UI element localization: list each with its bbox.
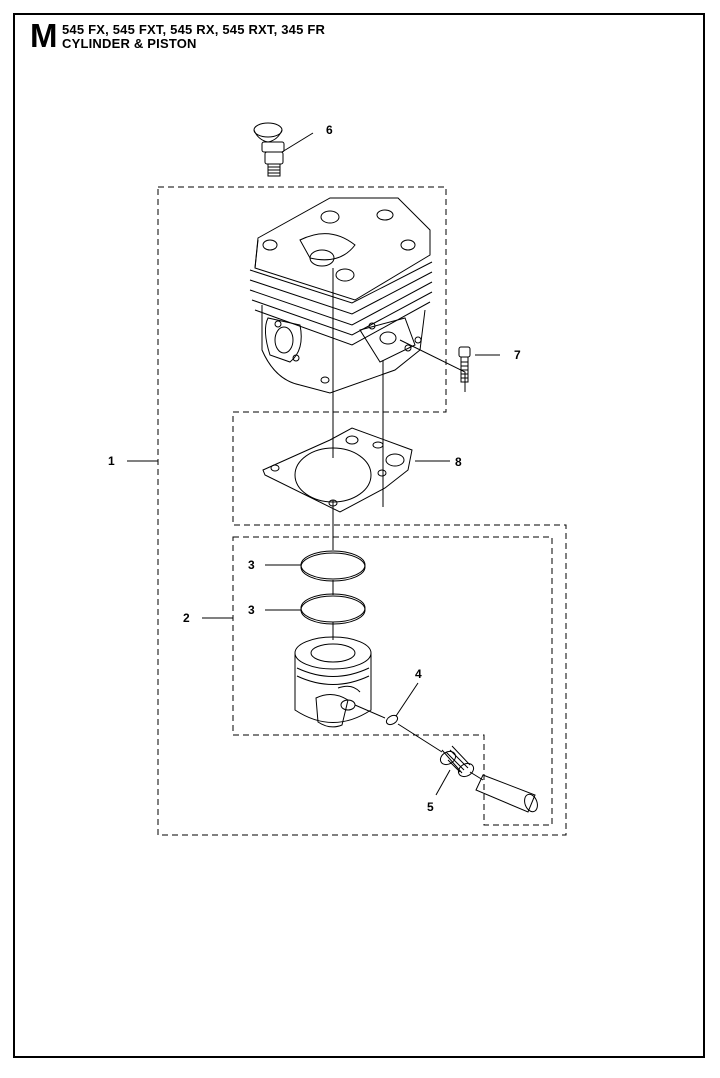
piston-ring-upper-part [300, 550, 366, 582]
section-letter: M [30, 17, 58, 54]
callout-3-upper: 3 [248, 558, 255, 572]
model-list: 545 FX, 545 FXT, 545 RX, 545 RXT, 345 FR [62, 22, 326, 37]
circlip-part [385, 714, 399, 726]
needle-bearing-part [439, 745, 475, 778]
leader-line-6 [281, 132, 314, 153]
piston-part [294, 636, 372, 728]
piston-ring-lower-part [300, 593, 366, 625]
decompression-valve-part [253, 122, 285, 177]
callout-6: 6 [326, 123, 333, 137]
callout-7: 7 [514, 348, 521, 362]
alignment-line-screw [399, 339, 466, 392]
callout-3-lower: 3 [248, 603, 255, 617]
leader-line-4 [395, 682, 419, 717]
leader-line-5 [435, 769, 451, 796]
piston-pin-part [475, 774, 538, 813]
callout-5: 5 [427, 800, 434, 814]
callout-8: 8 [455, 455, 462, 469]
assembly-2-boundary [232, 536, 553, 826]
page-frame [13, 13, 705, 1058]
callout-2: 2 [183, 611, 190, 625]
gasket-part [262, 427, 413, 513]
alignment-line-pin [354, 704, 484, 781]
cylinder-part [249, 197, 433, 394]
section-title: CYLINDER & PISTON [62, 36, 197, 51]
callout-1: 1 [108, 454, 115, 468]
assembly-1-boundary [157, 186, 567, 836]
callout-4: 4 [415, 667, 422, 681]
